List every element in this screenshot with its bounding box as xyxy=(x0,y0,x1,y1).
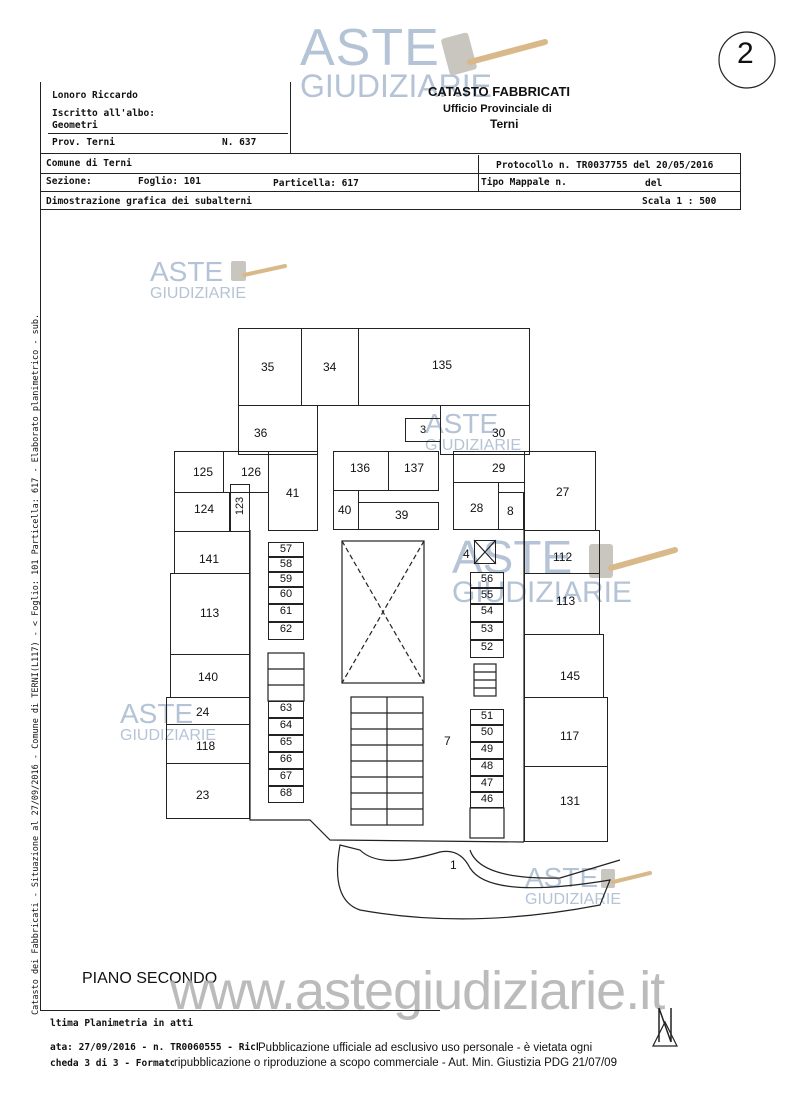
albo-label: Iscritto all'albo: xyxy=(52,108,155,119)
gavel-icon xyxy=(441,32,548,76)
watermark-plan-2: ASTE GIUDIZIARIE xyxy=(425,408,522,454)
particella: Particella: 617 xyxy=(273,178,359,189)
room-36 xyxy=(238,405,318,455)
albo-value: Geometri xyxy=(52,120,98,131)
north-arrow-icon xyxy=(652,1007,678,1047)
ufficio-line2: Terni xyxy=(490,117,519,131)
data-line: ata: 27/09/2016 - n. TR0060555 - Richied… xyxy=(50,1042,302,1053)
watermark-plan-4: ASTE GIUDIZIARIE xyxy=(120,698,217,744)
room-30 xyxy=(440,405,530,455)
watermark-top: ASTE GIUDIZIARIE xyxy=(300,19,493,104)
prov-label: Prov. Terni xyxy=(52,137,115,148)
gavel-icon xyxy=(231,261,287,281)
comune: Comune di Terni xyxy=(46,158,132,169)
page-number-circle xyxy=(718,31,776,89)
room-8 xyxy=(498,492,524,530)
del-label: del xyxy=(645,178,663,189)
page-number: 2 xyxy=(737,37,754,70)
ufficio-line1: Ufficio Provinciale di xyxy=(443,103,552,115)
number-label: N. 637 xyxy=(222,137,257,148)
scala: Scala 1 : 500 xyxy=(642,196,717,207)
tipo-mappale: Tipo Mappale n. xyxy=(481,177,567,188)
author-name: Lonoro Riccardo xyxy=(52,90,138,101)
gavel-icon xyxy=(601,869,652,888)
catasto-title: CATASTO FABBRICATI xyxy=(428,84,571,99)
gavel-icon xyxy=(589,544,678,578)
floor-label: PIANO SECONDO xyxy=(82,970,218,987)
pubblicazione-2: ripubblicazione o riproduzione a scopo c… xyxy=(174,1057,617,1069)
pubblicazione-1: Pubblicazione ufficiale ad esclusivo uso… xyxy=(258,1042,593,1054)
label-113-visible: 113 xyxy=(556,594,576,608)
foglio: Foglio: 101 xyxy=(138,176,201,187)
room-41 xyxy=(268,451,318,531)
dimostrazione: Dimostrazione grafica dei subalterni xyxy=(46,196,252,207)
sezione: Sezione: xyxy=(46,176,92,187)
watermark-plan-1: ASTE GIUDIZIARIE xyxy=(150,256,247,302)
room-137 xyxy=(388,451,439,491)
website-watermark: www.astegiudiziarie.it xyxy=(170,961,665,1021)
stair-4 xyxy=(474,540,496,564)
room-39 xyxy=(358,502,439,530)
ultima-planimetria: ltima Planimetria in atti xyxy=(50,1018,193,1029)
protocollo: Protocollo n. TR0037755 del 20/05/2016 xyxy=(496,160,714,171)
